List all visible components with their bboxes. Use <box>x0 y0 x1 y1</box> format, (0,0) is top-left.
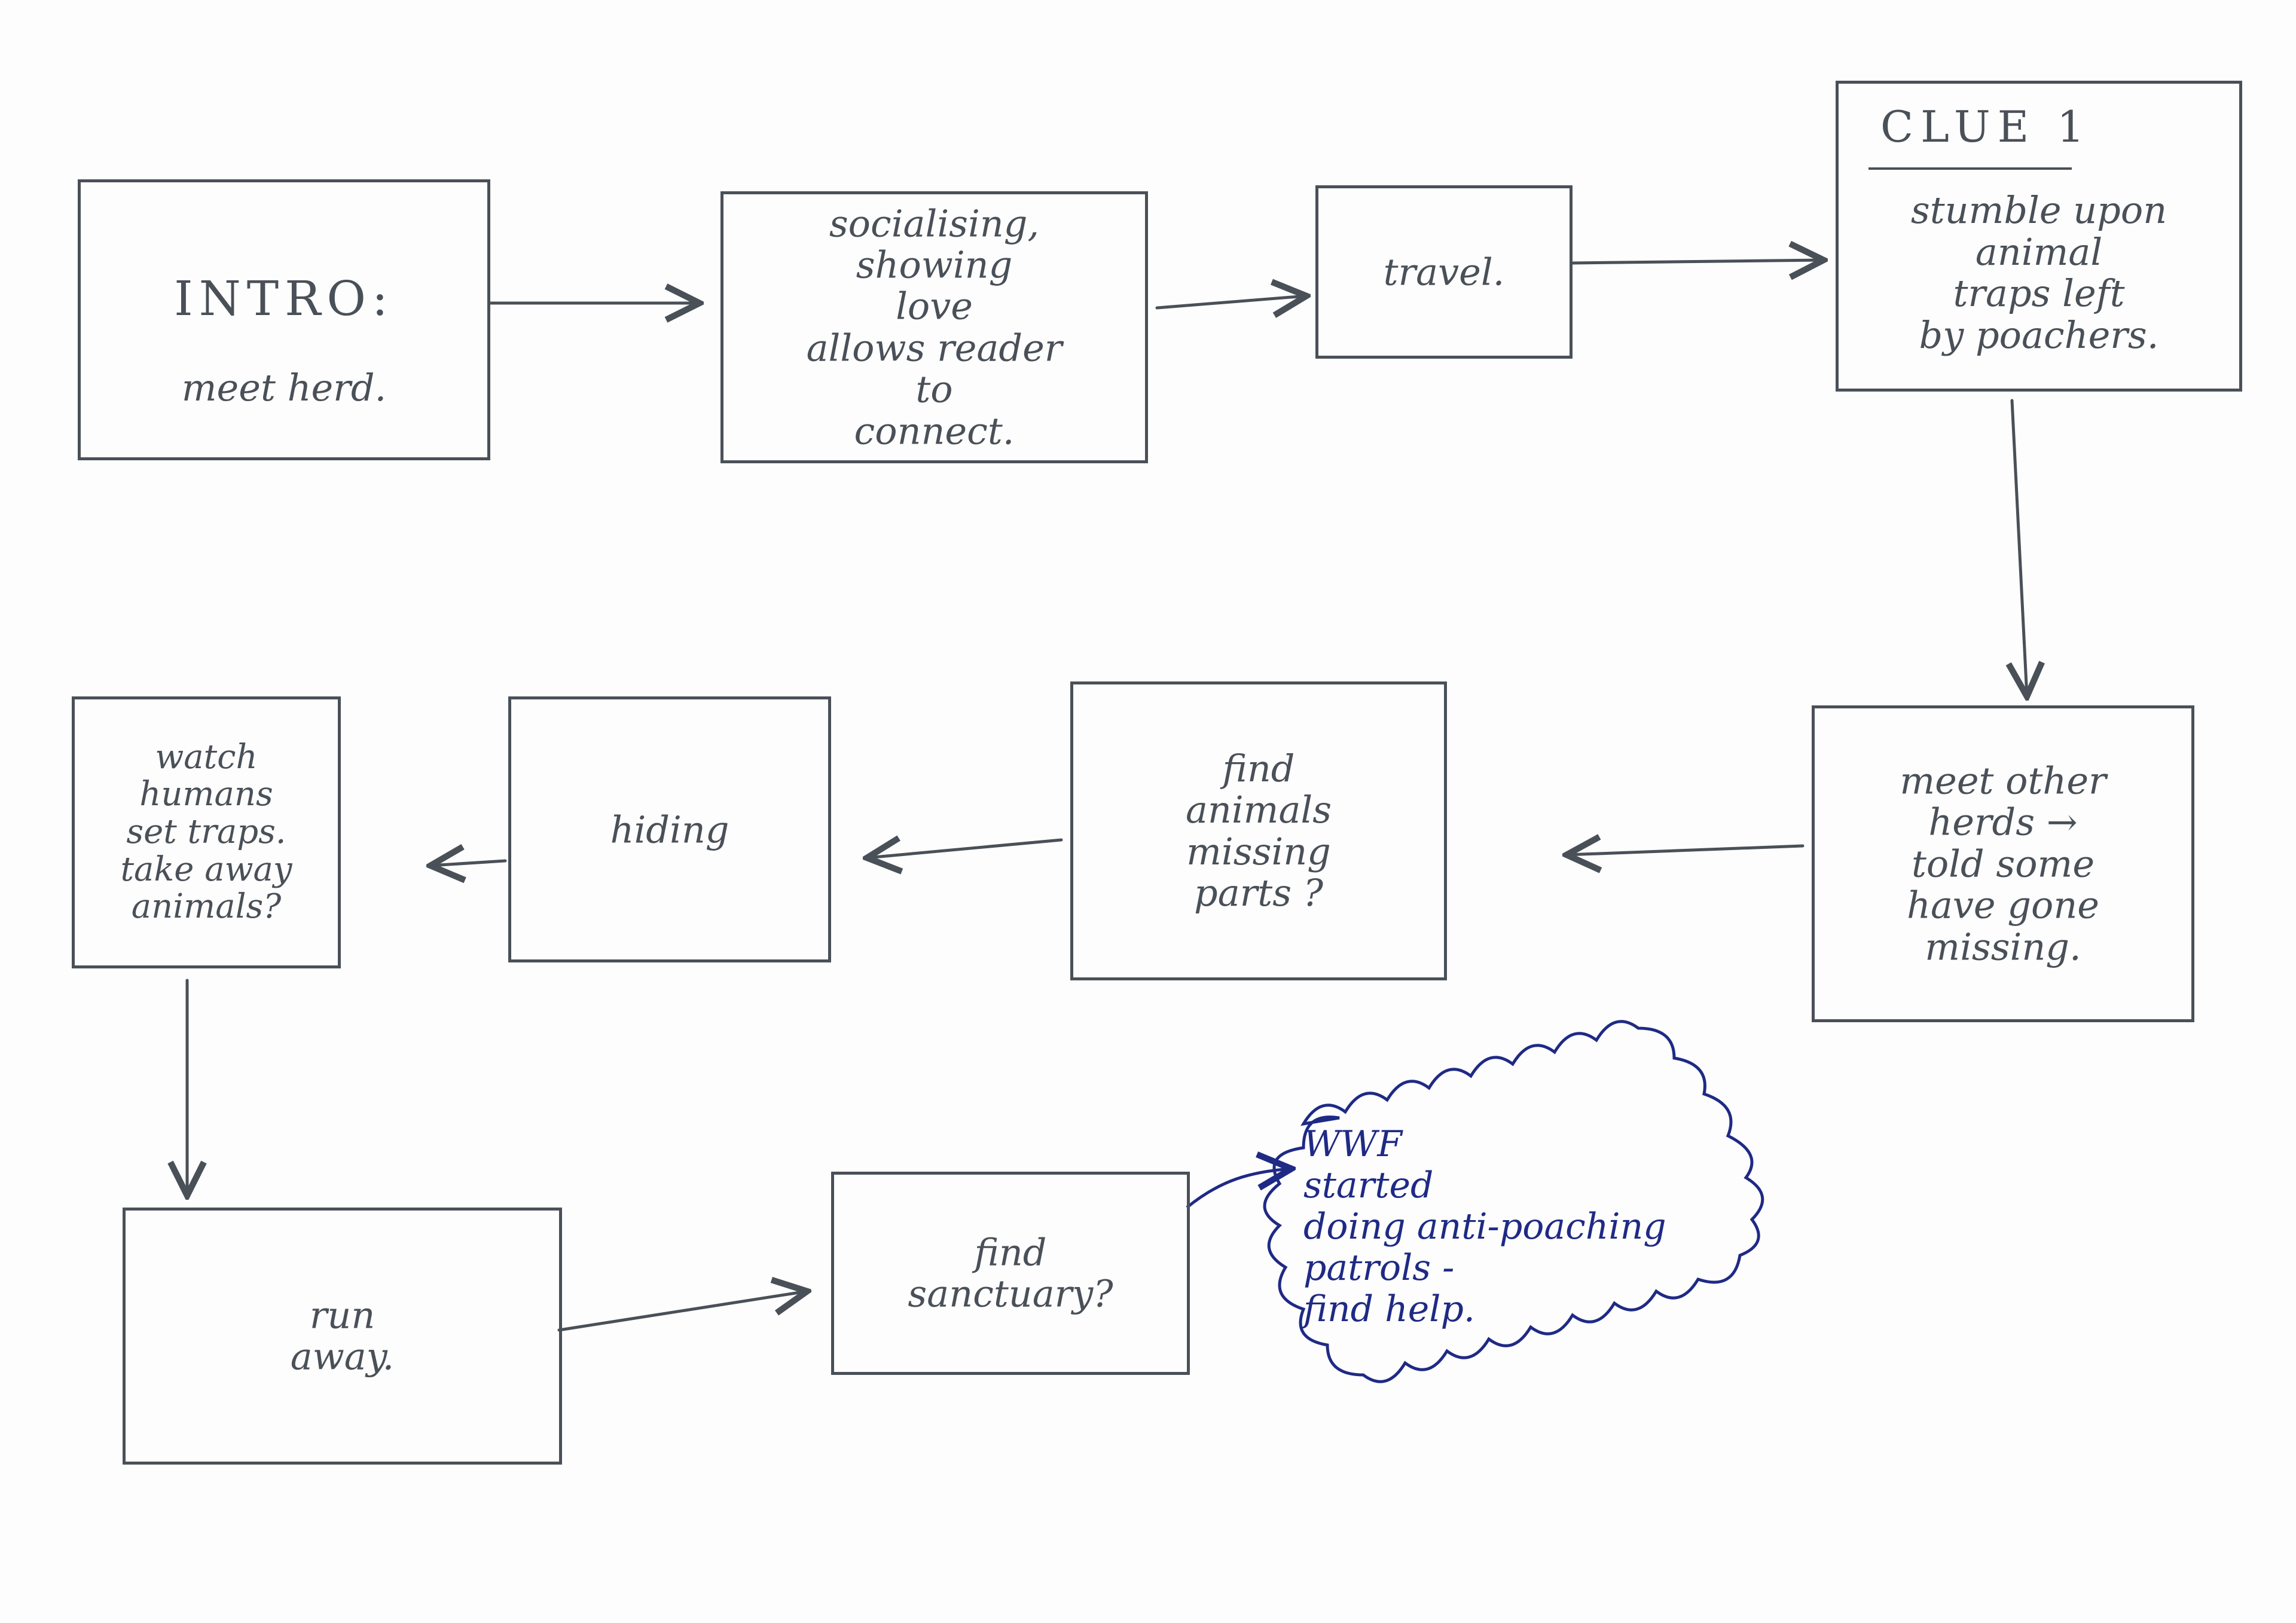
intro-box: INTRO: meet herd. <box>78 179 490 460</box>
clue-title: CLUE 1 <box>1880 102 2092 152</box>
hiding-box: hiding <box>508 696 831 962</box>
clue-box: CLUE 1 stumble upon animal traps left by… <box>1836 81 2242 392</box>
watch-humans-text: watch humans set traps. take away animal… <box>120 737 292 927</box>
clue-underline <box>1868 167 2072 170</box>
wwf-note: WWF started doing anti-poaching patrols … <box>1303 1123 1666 1330</box>
arrow-socialising-to-travel <box>1155 296 1306 308</box>
socialising-box: socialising, showing love allows reader … <box>720 191 1148 463</box>
arrow-runaway-to-sanctuary <box>557 1291 807 1332</box>
travel-text: travel. <box>1383 250 1505 294</box>
arrow-hiding-to-watch <box>430 861 507 866</box>
arrow-clue-to-meetherds <box>2012 399 2027 696</box>
arrow-sanctuary-to-cloud <box>1186 1169 1292 1209</box>
arrow-travel-to-clue <box>1571 260 1824 263</box>
cloud-outline <box>1263 1020 1764 1383</box>
sanctuary-box: find sanctuary? <box>831 1172 1190 1375</box>
arrow-findanimals-to-hiding <box>867 840 1063 858</box>
intro-title: INTRO: <box>174 271 394 327</box>
sanctuary-text: find sanctuary? <box>908 1230 1113 1316</box>
intro-body: meet herd. <box>181 366 387 410</box>
find-animals-box: find animals missing parts ? <box>1070 681 1447 980</box>
hiding-text: hiding <box>610 807 729 851</box>
run-away-text: run away. <box>290 1293 395 1379</box>
find-animals-text: find animals missing parts ? <box>1185 747 1332 915</box>
travel-box: travel. <box>1315 185 1573 359</box>
arrow-meetherds-to-findanimals <box>1567 846 1805 855</box>
meet-herds-box: meet other herds → told some have gone m… <box>1812 705 2194 1022</box>
meet-herds-text: meet other herds → told some have gone m… <box>1900 759 2106 969</box>
watch-humans-box: watch humans set traps. take away animal… <box>72 696 341 968</box>
socialising-text: socialising, showing love allows reader … <box>806 201 1062 453</box>
run-away-box: run away. <box>123 1208 562 1465</box>
clue-body: stumble upon animal traps left by poache… <box>1910 188 2167 357</box>
